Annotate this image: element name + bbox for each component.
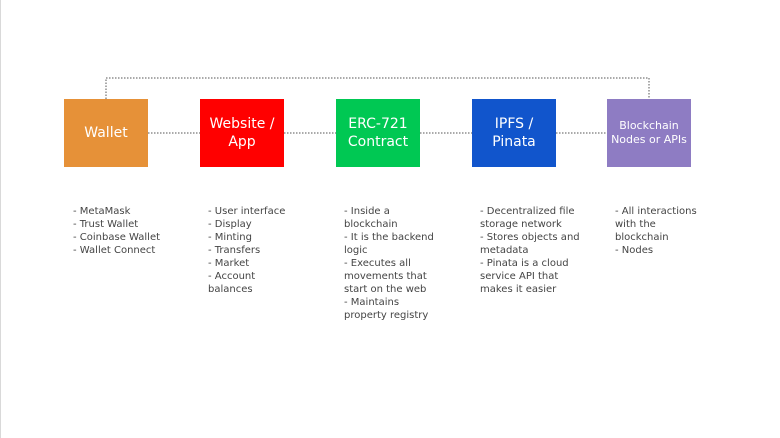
- wallet-description: - MetaMask - Trust Wallet - Coinbase Wal…: [73, 205, 173, 257]
- description-item: - Transfers: [208, 245, 261, 256]
- erc721-contract-box: ERC-721 Contract: [336, 99, 420, 167]
- connector-wallet-blockchain: [105, 77, 650, 99]
- description-item: - All interactions with the blockchain: [615, 206, 697, 243]
- description-item: - Wallet Connect: [73, 245, 156, 256]
- description-item: - MetaMask: [73, 206, 131, 217]
- wallet-box-label: Wallet: [84, 125, 128, 141]
- blockchain-nodes-box: Blockchain Nodes or APIs: [607, 99, 691, 167]
- blockchain-nodes-box-label: Blockchain Nodes or APIs: [611, 119, 687, 146]
- erc721-contract-description: - Inside a blockchain - It is the backen…: [344, 205, 442, 322]
- description-item: - Account balances: [208, 271, 256, 295]
- website-app-box-label: Website / App: [209, 116, 275, 150]
- description-item: - Minting: [208, 232, 252, 243]
- description-item: - Maintains property registry: [344, 297, 429, 321]
- wallet-box: Wallet: [64, 99, 148, 167]
- ipfs-pinata-description: - Decentralized file storage network - S…: [480, 205, 580, 296]
- description-item: - Pinata is a cloud service API that mak…: [480, 258, 569, 295]
- description-item: - Inside a blockchain: [344, 206, 398, 230]
- ipfs-pinata-box: IPFS / Pinata: [472, 99, 556, 167]
- ipfs-pinata-box-label: IPFS / Pinata: [492, 116, 536, 150]
- blockchain-nodes-description: - All interactions with the blockchain -…: [615, 205, 705, 257]
- description-item: - It is the backend logic: [344, 232, 434, 256]
- description-item: - Stores objects and metadata: [480, 232, 580, 256]
- website-app-box: Website / App: [200, 99, 284, 167]
- description-item: - Trust Wallet: [73, 219, 139, 230]
- description-item: - Executes all movements that start on t…: [344, 258, 427, 295]
- description-item: - Nodes: [615, 245, 654, 256]
- website-app-description: - User interface - Display - Minting - T…: [208, 205, 298, 296]
- description-item: - User interface: [208, 206, 286, 217]
- description-item: - Coinbase Wallet: [73, 232, 161, 243]
- description-item: - Decentralized file storage network: [480, 206, 575, 230]
- description-item: - Market: [208, 258, 250, 269]
- erc721-contract-box-label: ERC-721 Contract: [347, 116, 409, 150]
- description-item: - Display: [208, 219, 252, 230]
